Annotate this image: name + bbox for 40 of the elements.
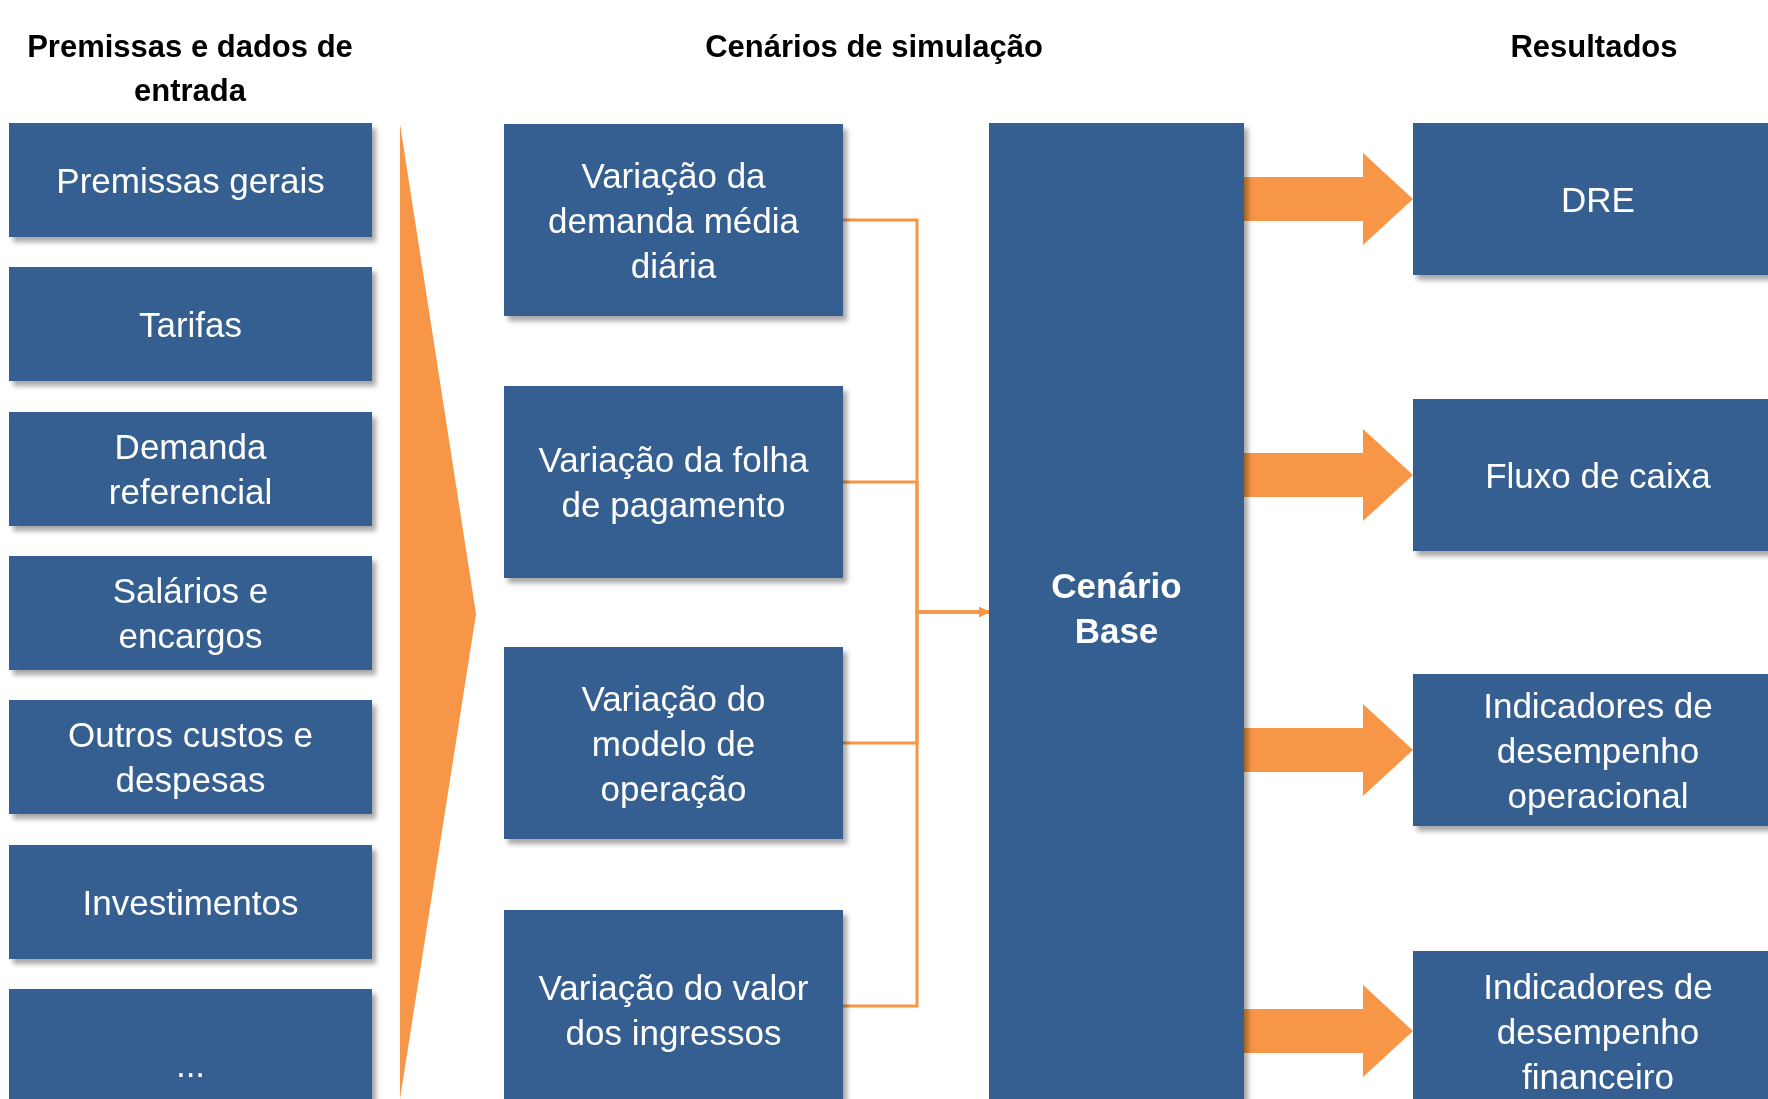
process-box bbox=[504, 910, 843, 1099]
process-box bbox=[9, 700, 372, 814]
box-label: Premissas gerais bbox=[56, 159, 325, 202]
column-heading: Premissas e dados de entrada bbox=[27, 29, 353, 108]
box-label: ... bbox=[175, 1043, 206, 1086]
box-label: Indicadores de desempenho financeiro bbox=[1482, 965, 1714, 1098]
box-label: Outros custos e despesas bbox=[66, 714, 315, 801]
block-arrow bbox=[1244, 429, 1413, 521]
column-heading: Resultados bbox=[1510, 29, 1678, 64]
process-box bbox=[504, 124, 843, 316]
box-label: Salários e encargos bbox=[111, 570, 270, 657]
process-box bbox=[9, 556, 372, 670]
process-box bbox=[1413, 951, 1768, 1099]
box-label: Tarifas bbox=[138, 303, 243, 346]
process-box bbox=[9, 267, 372, 381]
process-box bbox=[504, 386, 843, 578]
box-label: Demanda referencial bbox=[107, 426, 274, 513]
box-label: Indicadores de desempenho operacional bbox=[1482, 684, 1714, 817]
box-label: Investimentos bbox=[82, 881, 299, 924]
box-label: DRE bbox=[1561, 178, 1635, 221]
scenario-box bbox=[989, 123, 1244, 1099]
box-label: Variação da folha de pagamento bbox=[538, 439, 809, 526]
process-box bbox=[9, 845, 372, 959]
process-box bbox=[1413, 123, 1768, 275]
block-arrow bbox=[1244, 704, 1413, 796]
process-box bbox=[9, 412, 372, 526]
block-arrow bbox=[1244, 153, 1413, 245]
block-arrow bbox=[1244, 985, 1413, 1077]
connector-arrow bbox=[843, 607, 990, 1008]
process-box bbox=[9, 989, 372, 1099]
process-box bbox=[1413, 674, 1768, 826]
process-box bbox=[1413, 399, 1768, 551]
column-heading: Cenários de simulação bbox=[705, 29, 1043, 64]
box-label: Fluxo de caixa bbox=[1485, 454, 1711, 497]
process-box bbox=[504, 647, 843, 839]
box-label: Variação do valor dos ingressos bbox=[538, 967, 809, 1054]
box-label: Cenário Base bbox=[1050, 565, 1183, 652]
box-label: Variação da demanda média diária bbox=[547, 154, 800, 287]
box-label: Variação do modelo de operação bbox=[580, 677, 767, 810]
process-box bbox=[9, 123, 372, 237]
